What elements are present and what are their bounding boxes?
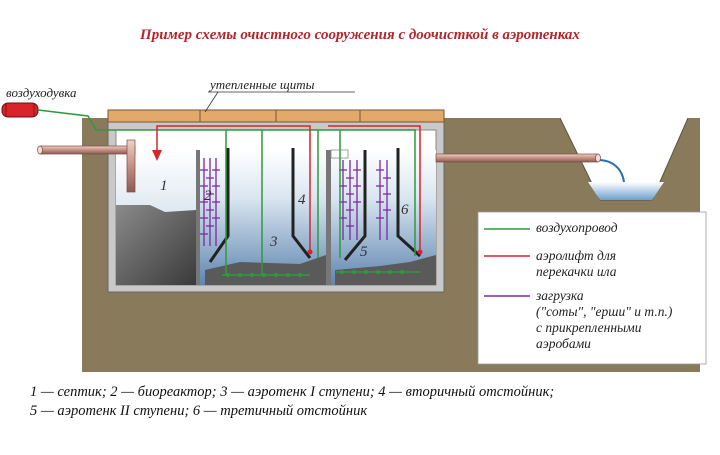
baffle-5: [343, 150, 367, 261]
legend-air-duct: воздухопровод: [536, 220, 618, 235]
panels-leader: [204, 91, 219, 113]
legend-media-line2: ("соты", "ерши" и т.п.): [536, 304, 673, 319]
legend-airlift-line2: перекачки ила: [536, 264, 617, 279]
baffle-2-left: [208, 148, 230, 263]
legend-media: загрузка ("соты", "ерши" и т.п.) с прикр…: [536, 288, 672, 352]
legend-media-line1: загрузка: [536, 288, 584, 303]
legend-airlift: аэролифт для перекачки ила: [536, 248, 616, 280]
outflow-stream: [597, 159, 625, 183]
caption-line-2: 5 — аэротенк II ступени; 6 — третичный о…: [30, 403, 368, 419]
outlet-pipe: [435, 153, 599, 163]
airlift: [156, 125, 421, 250]
ditch: [560, 118, 688, 200]
zone-5-label: 5: [360, 244, 368, 260]
baffle-4: [291, 148, 312, 259]
inlet-tee: [126, 139, 136, 193]
partition-a: [196, 150, 200, 285]
zone-2-label: 2: [204, 188, 212, 204]
legend-airlift-line1: аэролифт для: [536, 248, 617, 263]
air-duct: [37, 109, 420, 276]
zone-4-label: 4: [298, 192, 306, 208]
caption-line-1: 1 — септик; 2 — биореактор; 3 — аэротенк…: [30, 384, 555, 400]
septic-sludge: [116, 205, 196, 285]
blower: [1, 102, 39, 118]
zone-1-label: 1: [160, 178, 168, 194]
zone-3-label: 3: [269, 234, 278, 250]
aerators: [226, 270, 404, 277]
legend-media-line4: аэробами: [536, 336, 591, 351]
ditch-water: [588, 182, 664, 200]
airlift-arrow: [152, 150, 162, 161]
zone-6-label: 6: [401, 202, 409, 218]
media-group-5: [339, 160, 391, 240]
panels-label: утепленные щиты: [208, 77, 315, 92]
legend-media-line3: с прикрепленными: [536, 320, 642, 335]
media-group-2: [200, 158, 220, 246]
partition-b: [326, 150, 331, 285]
baffle-6: [396, 148, 422, 258]
aerotank-1-sludge: [205, 255, 326, 285]
inlet-pipe: [39, 145, 136, 155]
blower-label: воздуходувка: [6, 85, 77, 100]
legend-box: [477, 211, 707, 365]
page-title: Пример схемы очистного сооружения с дооч…: [140, 27, 580, 43]
aerotank-2-sludge: [335, 255, 436, 285]
